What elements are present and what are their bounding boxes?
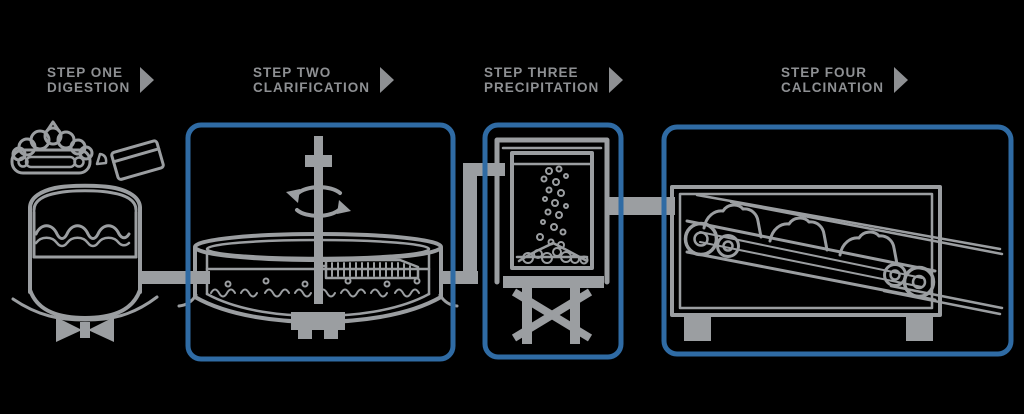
precipitation-step-box xyxy=(482,122,624,360)
step-arrow-icon xyxy=(609,67,624,93)
discharge-rails xyxy=(882,284,1004,316)
precipitation-tank-icon xyxy=(494,137,610,344)
step-two-header: STEP TWO CLARIFICATION xyxy=(253,65,394,95)
clarification-step-box xyxy=(185,122,456,362)
step-one-subtitle: DIGESTION xyxy=(47,80,131,95)
digestion-tank-icon xyxy=(11,183,159,342)
bauxite-pile-icon xyxy=(10,120,94,175)
pipe-digestion-to-clarification xyxy=(140,271,210,284)
step-arrow-icon xyxy=(380,67,394,93)
rotation-arrows-icon xyxy=(286,185,351,218)
conveyor-belt xyxy=(683,219,937,302)
step-three-subtitle: PRECIPITATION xyxy=(484,80,600,95)
settled-sediment xyxy=(210,277,421,298)
step-three-label: STEP THREE PRECIPITATION xyxy=(484,65,599,95)
step-two-subtitle: CLARIFICATION xyxy=(253,80,370,95)
step-two-label: STEP TWO CLARIFICATION xyxy=(253,65,370,95)
clarifier-tank-icon xyxy=(177,136,459,339)
calcination-kiln-icon xyxy=(670,185,1004,341)
rake-arm xyxy=(319,258,420,280)
tank-valve xyxy=(56,317,114,342)
calcination-step-box xyxy=(661,124,1014,357)
kiln-leg xyxy=(684,315,711,341)
step-three-title: STEP THREE xyxy=(484,65,579,80)
step-two-title: STEP TWO xyxy=(253,65,332,80)
step-one-header: STEP ONE DIGESTION xyxy=(47,65,155,95)
step-four-title: STEP FOUR xyxy=(781,65,868,80)
kiln-leg xyxy=(906,315,933,341)
caustic-soda-pour-icon xyxy=(95,139,165,181)
step-arrow-icon xyxy=(894,67,908,93)
step-one-title: STEP ONE xyxy=(47,65,124,80)
step-four-label: STEP FOUR CALCINATION xyxy=(781,65,884,95)
ore-mounds xyxy=(702,203,899,266)
step-one-label: STEP ONE DIGESTION xyxy=(47,65,130,95)
step-four-header: STEP FOUR CALCINATION xyxy=(781,65,908,95)
precipitating-particles xyxy=(517,165,589,265)
droplet xyxy=(95,152,108,166)
agitator-motor xyxy=(305,155,332,167)
step-arrow-icon xyxy=(140,67,155,93)
tank-stand xyxy=(503,276,604,344)
step-three-header: STEP THREE PRECIPITATION xyxy=(484,65,624,95)
tank-pedestal xyxy=(291,312,345,339)
step-four-subtitle: CALCINATION xyxy=(781,80,884,95)
agitator-shaft xyxy=(314,136,323,304)
